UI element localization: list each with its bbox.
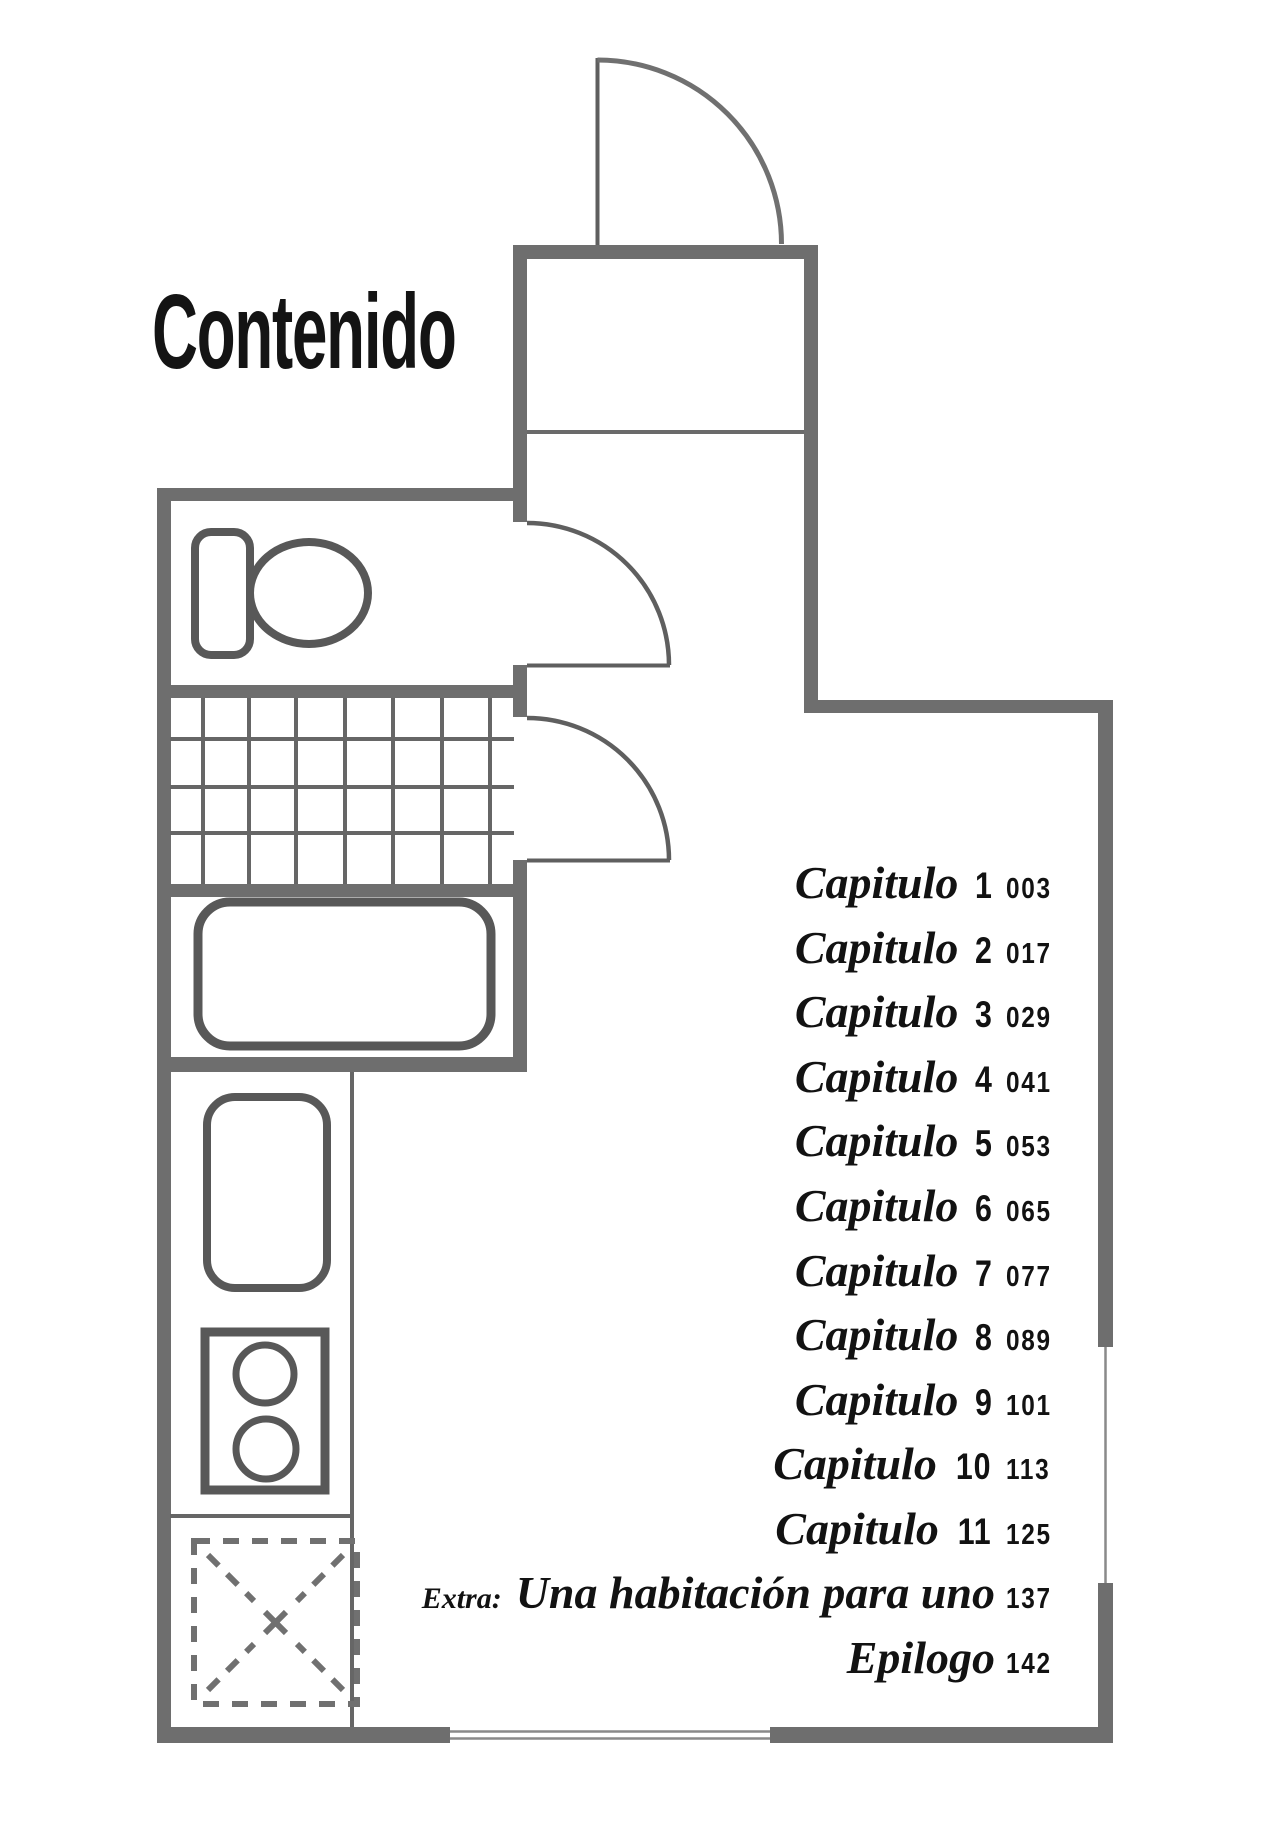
bathroom-bottom-wall	[157, 685, 527, 698]
toc-row-extra: Extra: Una habitación para uno 137	[380, 1567, 1052, 1625]
chapter-number: 4	[975, 1059, 994, 1100]
entry-top-wall	[513, 245, 818, 259]
toc-row-chapter-4: Capitulo 4 041	[380, 1051, 1052, 1109]
left-outer-wall	[157, 488, 171, 1743]
extra-title: Una habitación para uno	[515, 1567, 995, 1618]
chapter-label: Capitulo	[794, 986, 959, 1037]
chapter-page: 003	[1006, 873, 1052, 905]
chapter-number: 5	[975, 1123, 994, 1164]
chapter-page: 017	[1006, 938, 1052, 970]
right-outer-wall	[1098, 700, 1113, 1743]
extra-page: 137	[1006, 1583, 1052, 1615]
kitchen-counter	[170, 1072, 354, 1727]
chapter-label: Capitulo	[794, 1245, 959, 1296]
chapter-number: 11	[957, 1511, 992, 1552]
chapter-label: Capitulo	[794, 1309, 959, 1360]
laundry-dashed-box-icon	[191, 1538, 360, 1707]
bathtub-icon	[193, 897, 496, 1051]
chapter-label: Capitulo	[794, 1180, 959, 1231]
chapter-label: Capitulo	[794, 1051, 959, 1102]
chapter-page: 125	[1006, 1519, 1052, 1551]
tile-bottom-wall	[170, 884, 514, 897]
window-right-wall-icon	[1098, 1347, 1113, 1583]
chapter-label: Capitulo	[775, 1503, 939, 1554]
chapter-number: 8	[975, 1317, 994, 1358]
entry-left-wall	[513, 245, 527, 522]
bathroom-top-wall	[157, 488, 527, 501]
toc-row-chapter-5: Capitulo 5 053	[380, 1115, 1052, 1173]
epilogue-label: Epilogo	[846, 1632, 995, 1683]
chapter-page: 089	[1006, 1325, 1052, 1357]
toc-row-epilogue: Epilogo 142	[380, 1632, 1052, 1690]
page-title: Contenido	[152, 273, 457, 391]
chapter-number: 2	[975, 930, 994, 971]
chapter-number: 7	[975, 1253, 994, 1294]
jog-wall	[804, 700, 1113, 713]
epilogue-page: 142	[1006, 1648, 1052, 1680]
chapter-label: Capitulo	[794, 857, 959, 908]
chapter-label: Capitulo	[794, 1115, 959, 1166]
toc-row-chapter-1: Capitulo 1 003	[380, 857, 1052, 915]
toc-row-chapter-9: Capitulo 9 101	[380, 1374, 1052, 1432]
toilet-icon	[191, 528, 372, 659]
tub-room-bottom-wall	[157, 1057, 527, 1072]
toc-row-chapter-2: Capitulo 2 017	[380, 922, 1052, 980]
toc-row-chapter-8: Capitulo 8 089	[380, 1309, 1052, 1367]
chapter-page: 065	[1006, 1196, 1052, 1228]
chapter-page: 029	[1006, 1002, 1052, 1034]
toc-row-chapter-7: Capitulo 7 077	[380, 1245, 1052, 1303]
chapter-page: 113	[1006, 1454, 1051, 1486]
chapter-page: 041	[1006, 1067, 1052, 1099]
toc-row-chapter-11: Capitulo 11 125	[380, 1503, 1052, 1561]
chapter-label: Capitulo	[773, 1438, 937, 1489]
chapter-number: 3	[975, 994, 994, 1035]
chapter-label: Capitulo	[794, 922, 959, 973]
entrance-door-icon	[595, 57, 784, 245]
hall-right-wall	[804, 245, 818, 713]
hall-wall-mid	[513, 665, 527, 717]
chapter-number: 10	[955, 1446, 992, 1487]
chapter-page: 101	[1006, 1390, 1052, 1422]
bathroom-door-icon	[526, 520, 672, 668]
tile-floor-grid	[170, 698, 514, 884]
toc-row-chapter-6: Capitulo 6 065	[380, 1180, 1052, 1238]
chapter-number: 1	[975, 865, 994, 906]
chapter-label: Capitulo	[794, 1374, 959, 1425]
window-bottom-wall-icon	[450, 1727, 770, 1743]
toc-row-chapter-10: Capitulo 10 113	[380, 1438, 1052, 1496]
chapter-page: 077	[1006, 1261, 1052, 1293]
extra-prefix: Extra:	[421, 1582, 502, 1615]
chapter-page: 053	[1006, 1131, 1052, 1163]
toc-row-chapter-3: Capitulo 3 029	[380, 986, 1052, 1044]
sink-icon	[203, 1093, 331, 1292]
hall-wall-low	[513, 860, 527, 1072]
chapter-number: 9	[975, 1382, 994, 1423]
stove-icon	[200, 1327, 330, 1495]
chapter-number: 6	[975, 1188, 994, 1229]
washroom-door-icon	[526, 715, 672, 863]
